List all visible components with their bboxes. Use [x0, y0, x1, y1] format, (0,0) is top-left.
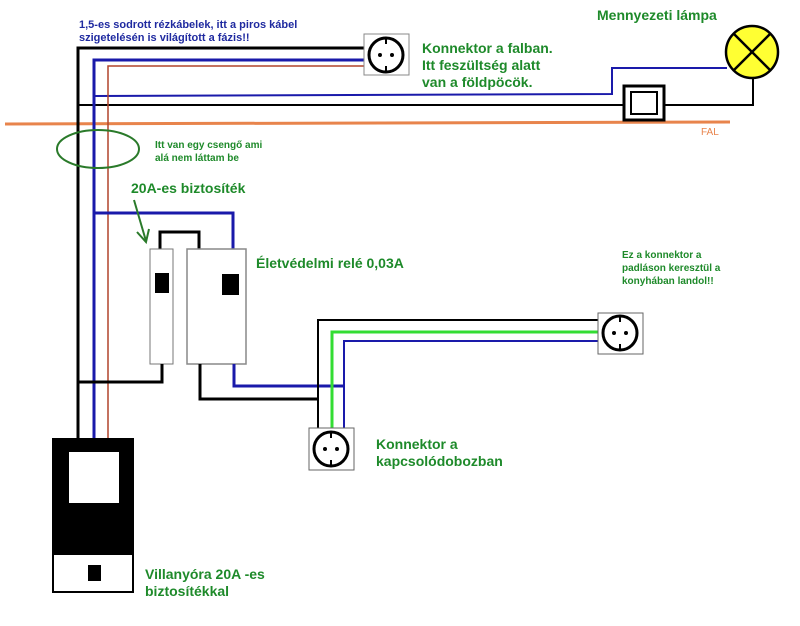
kitchen-black-wire — [317, 319, 600, 428]
junction-connector-label-line2: kapcsolódobozban — [376, 453, 503, 469]
neutral-wire-main — [76, 46, 375, 440]
bell-note-line2: alá nem láttam be — [155, 153, 239, 164]
fuse-body — [149, 248, 174, 365]
fuse-arrow-head — [136, 228, 150, 245]
doorbell-ellipse — [56, 129, 140, 169]
ceiling-lamp — [724, 24, 780, 80]
wall-connector-label-line2: Itt feszültség alatt — [422, 57, 541, 73]
rcd-label: Életvédelmi relé 0,03A — [256, 255, 404, 271]
kitchen-blue-wire — [343, 340, 600, 428]
kitchen-socket — [597, 312, 644, 355]
meter-fuse-indicator — [88, 565, 101, 581]
fuse-indicator — [155, 273, 169, 293]
electric-meter — [52, 438, 134, 593]
junction-connector-label-line1: Konnektor a — [376, 436, 458, 452]
wall-socket — [363, 33, 410, 76]
kitchen-green-wire — [330, 330, 600, 428]
rcd-indicator — [222, 274, 239, 295]
kitchen-note-line2: padláson keresztül a — [622, 263, 721, 274]
fuse-rcd-bridge — [158, 230, 201, 249]
fuse-arrow-shaft — [133, 199, 147, 242]
phase-wire-blue-main — [92, 58, 375, 440]
junction-socket — [308, 427, 355, 471]
kitchen-note-line1: Ez a konnektor a — [622, 250, 702, 261]
light-switch — [622, 84, 666, 122]
phase-wire-blue-lamp — [93, 67, 727, 97]
meter-display — [69, 452, 119, 503]
ceiling-lamp-label: Mennyezeti lámpa — [597, 7, 717, 23]
bell-note-line1: Itt van egy csengő ami — [155, 140, 263, 151]
wall-connector-label-line1: Konnektor a falban. — [422, 40, 553, 56]
switch-to-lamp-wire — [660, 78, 754, 106]
rcd-black-out — [198, 364, 318, 401]
kitchen-note-line3: konyhában landol!! — [622, 276, 714, 287]
red-wire — [107, 65, 375, 440]
wall-connector-label-line3: van a földpöcök. — [422, 74, 533, 90]
rcd-blue-out — [232, 364, 344, 388]
fuse-to-main-wire — [78, 364, 164, 384]
wall-label: FAL — [701, 127, 719, 138]
fuse-label: 20A-es biztosíték — [131, 180, 246, 196]
cable-note-line1: 1,5-es sodrott rézkábelek, itt a piros k… — [79, 19, 298, 31]
blue-to-rcd — [94, 211, 235, 249]
cable-note-line2: szigetelésén is világított a fázis!! — [79, 32, 250, 44]
rcd-body — [186, 248, 247, 365]
meter-label-line1: Villanyóra 20A -es — [145, 566, 265, 582]
meter-label-line2: biztosítékkal — [145, 583, 230, 599]
wall-line — [4, 120, 731, 126]
